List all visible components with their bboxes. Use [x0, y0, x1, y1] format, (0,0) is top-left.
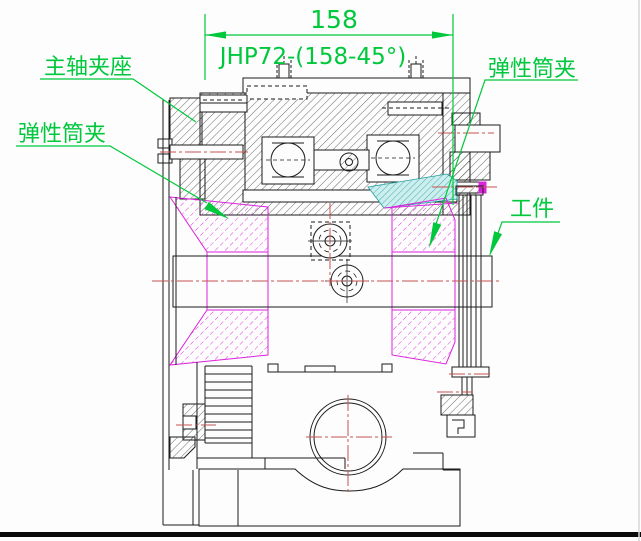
label-spindle-clamp-seat: 主轴夹座	[44, 55, 132, 80]
leader-workpiece	[491, 221, 560, 251]
centerlines	[152, 132, 500, 492]
collet-upper-right	[391, 197, 456, 253]
leader-collet-right	[432, 79, 578, 234]
center-gear	[339, 152, 359, 172]
annotation-texts: 158 JHP72-(158-45°) 主轴夹座 弹性筒夹 弹性筒夹 工件	[18, 5, 576, 222]
top-stud-left	[276, 56, 292, 79]
ball-bearing-left	[266, 142, 310, 178]
ribbed-comb	[204, 365, 266, 469]
collet-sections	[168, 196, 456, 366]
label-collet-left: 弹性筒夹	[18, 122, 106, 147]
top-tab	[304, 365, 336, 373]
annotations	[16, 14, 578, 257]
dim-arrow-right	[432, 31, 453, 39]
leader-spindle-clamp-seat	[40, 78, 197, 123]
model-number-text: JHP72-(158-45°)	[218, 44, 406, 70]
arrow-collet-right	[429, 222, 442, 248]
headstock-body	[162, 100, 490, 527]
machine-base	[198, 468, 461, 527]
arrow-workpiece	[489, 231, 502, 257]
bottom-border-bar	[0, 532, 641, 537]
collet-upper-left	[168, 196, 269, 253]
hidden-pocket	[246, 85, 308, 100]
dim-arrow-left	[205, 31, 226, 39]
leader-collet-left	[16, 145, 208, 204]
top-stud-right	[408, 56, 424, 79]
collet-lower-right	[391, 309, 456, 365]
left-clamp-foot	[169, 403, 206, 459]
spindle-clamp-assembly	[157, 56, 501, 216]
arrow-collet-left	[204, 201, 229, 219]
collet-lower-left	[168, 309, 269, 366]
dimension-value-text: 158	[310, 5, 358, 34]
ball-bearing-right	[371, 140, 415, 176]
label-workpiece: 工件	[510, 197, 554, 222]
label-collet-right: 弹性筒夹	[488, 57, 576, 82]
